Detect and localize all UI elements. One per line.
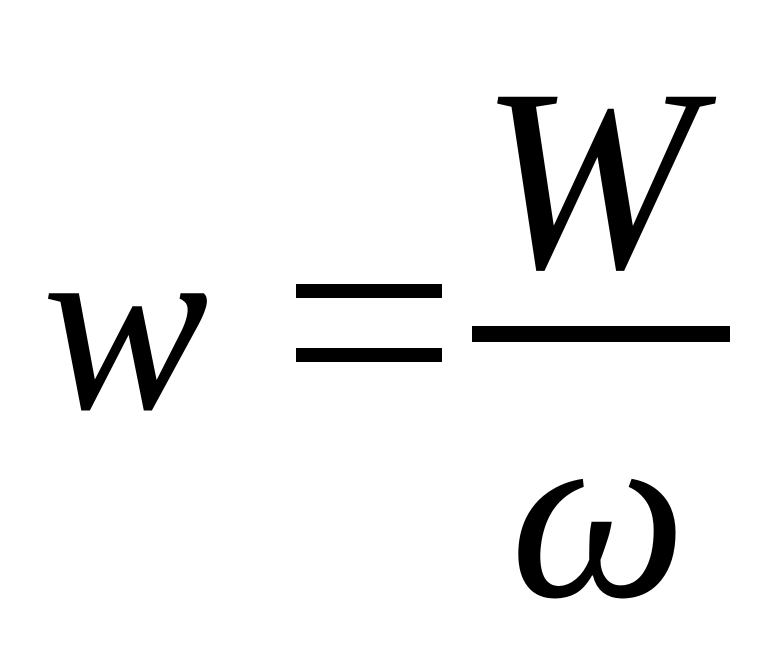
fraction-denominator: ω [510, 374, 687, 651]
equals-bar-bottom [296, 348, 442, 362]
formula-lhs-variable: w [42, 186, 209, 463]
equals-bar-top [296, 284, 442, 298]
fraction-numerator: W [480, 36, 697, 324]
fraction-bar [472, 326, 730, 342]
equals-sign [296, 284, 442, 362]
